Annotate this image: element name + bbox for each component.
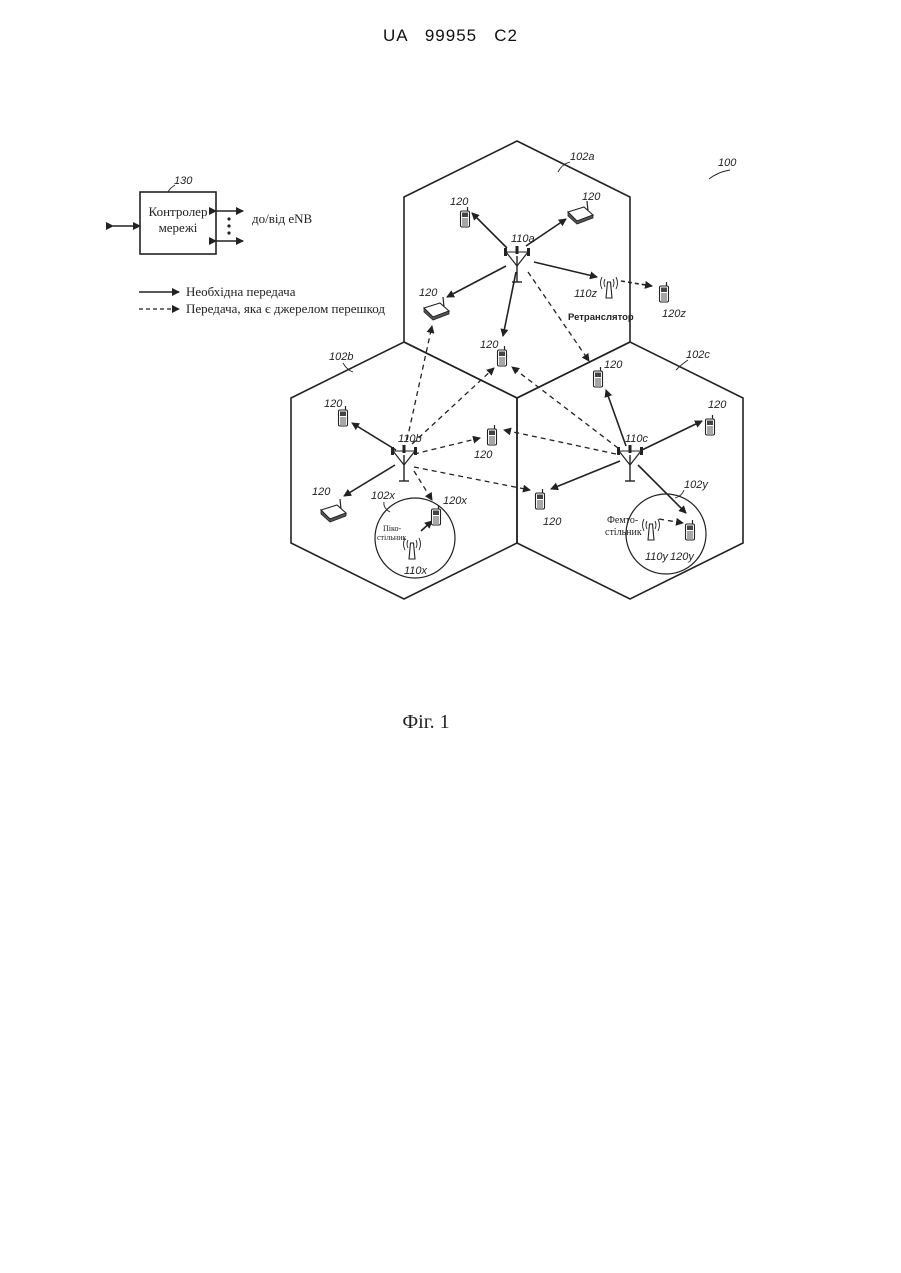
interference-110b-to-ue-mid <box>414 438 480 454</box>
cell-102b-label: 102b <box>329 351 353 363</box>
cell-102c-label: 102c <box>686 349 710 361</box>
ue-120x-label: 120x <box>443 495 467 507</box>
base-station-110b-label: 110b <box>398 433 422 445</box>
link-110x-120x <box>421 521 432 531</box>
ue-label: 120 <box>419 287 438 299</box>
station-110x-label: 110x <box>404 565 428 577</box>
link-110a-ue-tl <box>472 213 507 248</box>
leader-100 <box>709 170 730 179</box>
ue-label: 120 <box>543 516 562 528</box>
ellipsis-dot <box>227 231 230 234</box>
base-station-110a-label: 110a <box>511 233 535 245</box>
ue-120y-phone-icon <box>686 520 695 540</box>
relay-110z-icon <box>601 277 618 298</box>
ue-phone-icon <box>706 415 715 435</box>
femto-label-line2: стільник <box>605 527 642 538</box>
ue-120y-label: 120y <box>670 551 695 563</box>
ue-laptop-icon <box>568 201 593 224</box>
station-110z-label: 110z <box>574 288 598 300</box>
ue-label: 120 <box>582 191 601 203</box>
femto-station-110y-icon <box>643 519 660 540</box>
relay-label: Ретранслятор <box>568 312 634 323</box>
figure-caption: Фіг. 1 <box>402 711 449 733</box>
link-110a-relay <box>534 262 597 277</box>
pico-label-line1: Піко- <box>383 524 401 533</box>
ue-120z-phone-icon <box>660 282 669 302</box>
ue-label: 120 <box>480 339 499 351</box>
base-station-110a-icon <box>504 246 530 282</box>
controller-label-line2: мережі <box>159 220 198 235</box>
legend-dashed-label: Передача, яка є джерелом перешкод <box>186 301 385 316</box>
femto-label-line1: Фемто- <box>607 515 638 526</box>
controller-label-line1: Контролер <box>149 204 208 219</box>
ue-laptop-icon <box>424 297 449 320</box>
ue-label: 120 <box>450 196 469 208</box>
ellipsis-dot <box>227 217 230 220</box>
ue-phone-icon <box>594 367 603 387</box>
station-110y-label: 110y <box>645 551 670 563</box>
ellipsis-dot <box>227 224 230 227</box>
system-ref-label: 100 <box>718 157 737 169</box>
cell-102x-label: 102x <box>371 490 395 502</box>
interference-110b-to-120x <box>414 471 432 500</box>
ue-label: 120 <box>708 399 727 411</box>
ue-phone-icon <box>536 489 545 509</box>
legend-solid-label: Необхідна передача <box>186 284 296 299</box>
link-110c-120y <box>638 465 686 513</box>
interference-110b-to-ue-bc <box>414 467 530 490</box>
link-110c-ue-bc <box>551 461 620 489</box>
interference-110b-to-laptop-a <box>407 326 432 440</box>
interference-110y-to-120y <box>659 519 683 523</box>
ue-120z-label: 120z <box>662 308 686 320</box>
ue-laptop-icon <box>321 499 346 522</box>
interference-110b-to-ue-center <box>412 368 494 444</box>
ue-label: 120 <box>604 359 623 371</box>
ue-label: 120 <box>324 398 343 410</box>
link-relay-120z <box>621 281 652 286</box>
ue-phone-icon <box>498 346 507 366</box>
link-110c-ue-right <box>642 421 702 450</box>
ue-label: 120 <box>312 486 331 498</box>
controller-link-label: до/від eNB <box>252 211 312 226</box>
interference-110c-to-ue-mid <box>504 430 616 454</box>
link-110c-ue-top <box>606 390 626 446</box>
cell-102a-label: 102a <box>570 151 594 163</box>
ue-label: 120 <box>474 449 493 461</box>
ue-phone-icon <box>488 425 497 445</box>
ue-phone-icon <box>461 207 470 227</box>
pico-label-line2: стільник <box>377 533 406 542</box>
controller-ref-label: 130 <box>174 175 193 187</box>
base-station-110c-icon <box>617 445 643 481</box>
base-station-110b-icon <box>391 445 417 481</box>
base-station-110c-label: 110c <box>625 433 649 445</box>
cell-102y-label: 102y <box>684 479 709 491</box>
ue-120x-phone-icon <box>432 505 441 525</box>
link-110b-ue-l <box>352 423 396 450</box>
link-110a-laptop-l <box>447 266 506 297</box>
